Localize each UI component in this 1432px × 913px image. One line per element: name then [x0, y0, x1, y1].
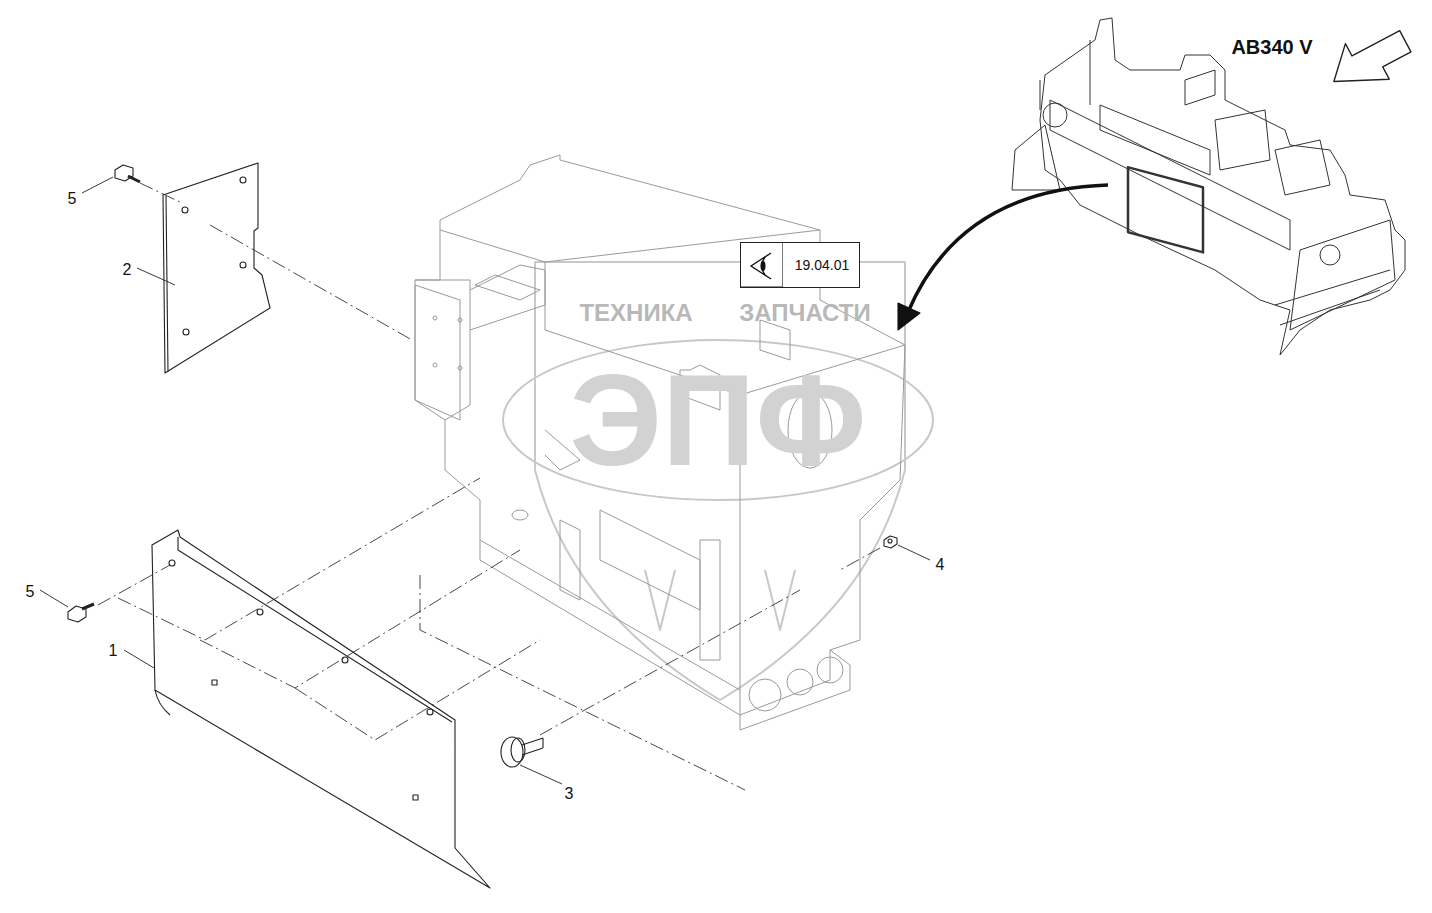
callout-number: 5	[68, 191, 77, 207]
direction-arrow	[1321, 18, 1418, 102]
cover-plate	[163, 163, 270, 373]
side-panel	[152, 530, 490, 888]
eye-outline	[751, 253, 771, 279]
chassis-frame	[415, 155, 905, 730]
hex-bolt	[115, 165, 140, 182]
model-label: AB340 V	[1231, 37, 1312, 57]
callout-number: 1	[109, 643, 118, 659]
view-arrow	[908, 185, 1108, 312]
callout-number: 3	[565, 786, 574, 802]
eye-iris	[762, 257, 766, 275]
eye-symbol	[741, 243, 783, 289]
watermark: ТЕХНИКА	[579, 301, 692, 325]
reference-box: 19.04.01	[740, 242, 860, 288]
view-arrowhead	[898, 303, 920, 330]
callout-number: 5	[26, 584, 35, 600]
callout-number: 2	[123, 262, 132, 278]
leader-lines	[40, 177, 930, 784]
watermark: ЗАПЧАСТИ	[739, 301, 871, 325]
hex-bolt	[68, 604, 94, 622]
watermark-shield	[503, 262, 933, 700]
watermark: ЭПФ	[570, 355, 867, 485]
eye-pupil	[761, 261, 766, 271]
assembly-lines	[98, 183, 880, 790]
reference-text: 19.04.01	[795, 258, 850, 272]
callout-number: 4	[936, 557, 945, 573]
shoulder-bolt	[501, 737, 543, 767]
hex-nut	[884, 536, 897, 548]
divider	[741, 243, 783, 287]
